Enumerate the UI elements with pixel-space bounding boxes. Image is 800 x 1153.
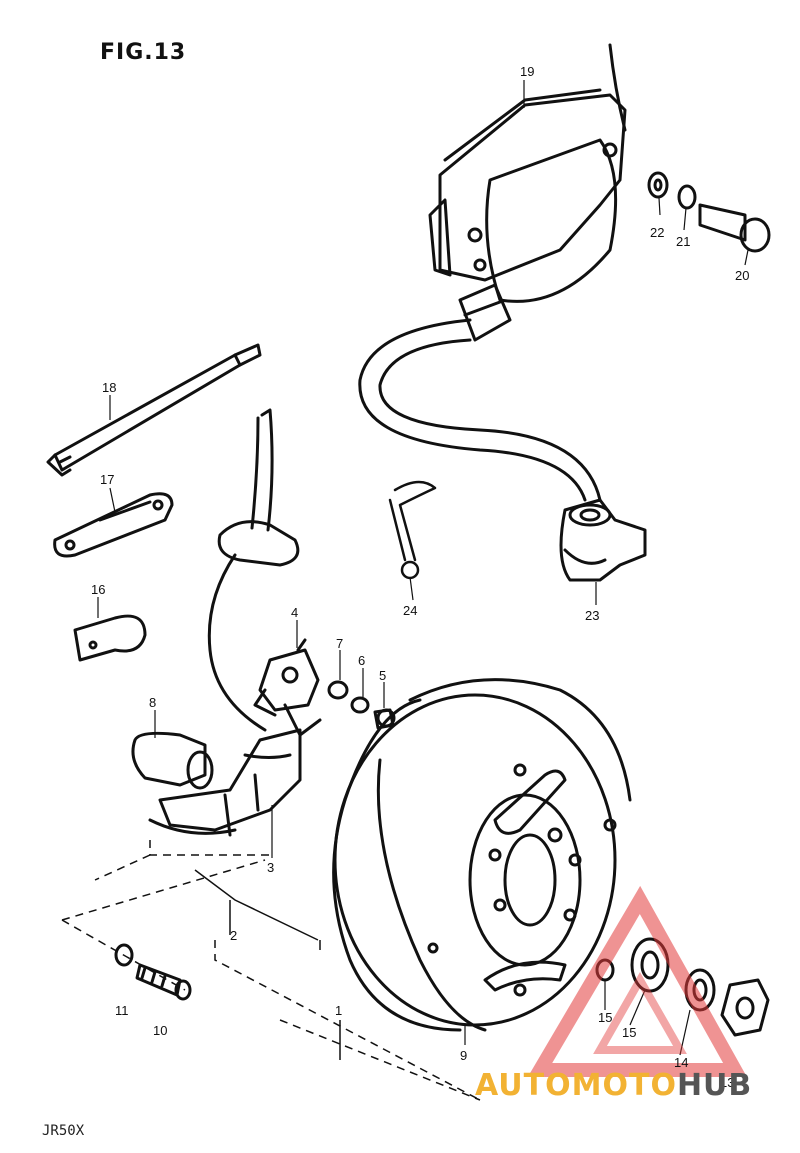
watermark-text-part1: AUTOMOTO [475, 1068, 677, 1103]
callout-8: 8 [149, 695, 156, 710]
model-code: JR50X [42, 1123, 85, 1139]
clamp-16 [73, 614, 147, 662]
callout-23: 23 [585, 608, 599, 623]
callout-15: 15 [598, 1010, 612, 1025]
callout-14: 14 [674, 1055, 688, 1070]
callout-11: 11 [115, 1003, 129, 1018]
callout-17: 17 [100, 472, 114, 487]
watermark-logo [527, 885, 747, 1077]
callout-20: 20 [735, 268, 749, 283]
watermark-text-part2: HUB [676, 1068, 753, 1103]
callout-19: 19 [520, 64, 534, 79]
callout-16: 16 [91, 582, 105, 597]
callout-1: 1 [335, 1003, 342, 1018]
bolt-and-washers-20-22 [647, 171, 771, 253]
contact-breaker-4 [253, 638, 322, 737]
callout-24: 24 [403, 603, 417, 618]
callout-15b: 15 [622, 1025, 636, 1040]
figure-title: FIG.13 [100, 40, 187, 65]
callout-10: 10 [153, 1023, 167, 1038]
strap-18 [46, 343, 262, 477]
callout-21: 21 [676, 234, 690, 249]
flywheel-9 [332, 678, 632, 1032]
callout-9: 9 [460, 1048, 467, 1063]
callout-6: 6 [358, 653, 365, 668]
ignition-coil-19 [358, 43, 627, 502]
callout-3: 3 [267, 860, 274, 875]
leader-lines [97, 80, 749, 1056]
callout-18: 18 [102, 380, 116, 395]
callout-7: 7 [336, 636, 343, 651]
bracket-17 [53, 492, 174, 558]
callout-labels: 19 22 21 20 18 17 16 23 24 4 7 6 5 8 3 2… [91, 64, 749, 1090]
stator-assembly-3-8 [131, 728, 302, 837]
wire-grommet [207, 408, 300, 732]
callout-2: 2 [230, 928, 237, 943]
watermark-text: AUTOMOTOHUB [475, 1068, 752, 1103]
spark-plug-cap-23 [559, 498, 647, 582]
callout-4: 4 [291, 605, 298, 620]
assembly-brackets [194, 869, 341, 1060]
clip-24 [388, 480, 437, 580]
callout-22: 22 [650, 225, 664, 240]
assembly-guide-lines [61, 840, 481, 1101]
callout-13: 13 [720, 1075, 734, 1090]
callout-5: 5 [379, 668, 386, 683]
